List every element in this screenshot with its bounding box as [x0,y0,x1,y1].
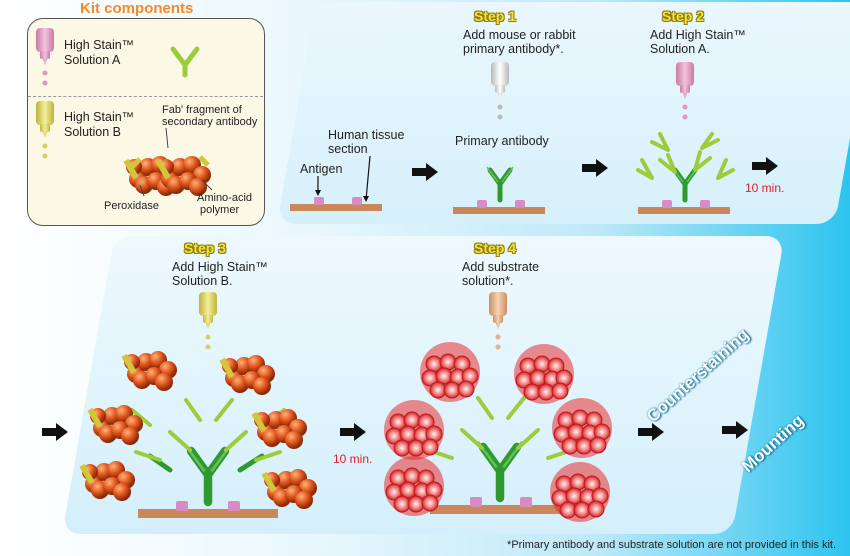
fab-label-2: secondary antibody [162,116,258,128]
fab-fragment-icon [170,46,200,78]
step3-line1: Add High Stain™ [172,260,268,274]
step2-title: Step 2 [662,8,705,24]
step1-title: Step 1 [474,8,517,24]
arrow-icon [412,163,438,181]
kit-divider [28,96,263,97]
primary-antibody-icon [487,167,513,200]
arrow-icon [722,421,748,439]
solution-a-bottle-icon [676,62,694,100]
primary-antibody-label: Primary antibody [455,134,549,148]
amino-acid-label: Amino-acid [197,192,253,204]
substrate-bottle-icon [489,292,507,330]
step2-time: 10 min. [745,181,785,195]
arrow-icon [42,423,68,441]
step2-line1: Add High Stain™ [650,28,746,42]
arrow-icon [752,157,778,175]
tissue-label: Human tissue [328,128,405,142]
step2-line2: Solution A. [650,42,710,56]
solution-a-label-2: Solution A [64,53,121,67]
arrow-icon [582,159,608,177]
step3-time: 10 min. [333,452,373,466]
step4-line1: Add substrate [462,260,540,274]
step3-line2: Solution B. [172,274,233,288]
step3-title: Step 3 [184,240,227,256]
polymer-cluster-icon [123,155,211,196]
solution-b-label: High Stain™ [64,110,135,124]
solution-a-label: High Stain™ [64,38,135,52]
solution-b-label-2: Solution B [64,125,121,139]
solution-b-bottle-icon [36,101,54,139]
fab-fragment-icon [636,132,735,180]
arrow-icon [340,423,366,441]
fab-label: Fab' fragment of [162,104,242,116]
arrow-icon [638,423,664,441]
kit-components-title: Kit components [80,0,194,17]
primary-antibody-bottle-icon [491,62,509,100]
peroxidase-label: Peroxidase [104,200,160,212]
footnote: *Primary antibody and substrate solution… [507,539,836,551]
step4-title: Step 4 [474,240,517,256]
step1-line1: Add mouse or rabbit [463,28,576,42]
antigen-label: Antigen [300,162,343,176]
step4-line2: solution*. [462,274,514,288]
amino-acid-label-2: polymer [200,204,240,216]
polymer-cluster-icon [79,351,317,509]
tissue-label-2: section [328,142,368,156]
solution-a-bottle-icon [36,28,54,66]
solution-b-bottle-icon [199,292,217,330]
step1-line2: primary antibody*. [463,42,564,56]
tissue-section-bar [290,204,382,211]
